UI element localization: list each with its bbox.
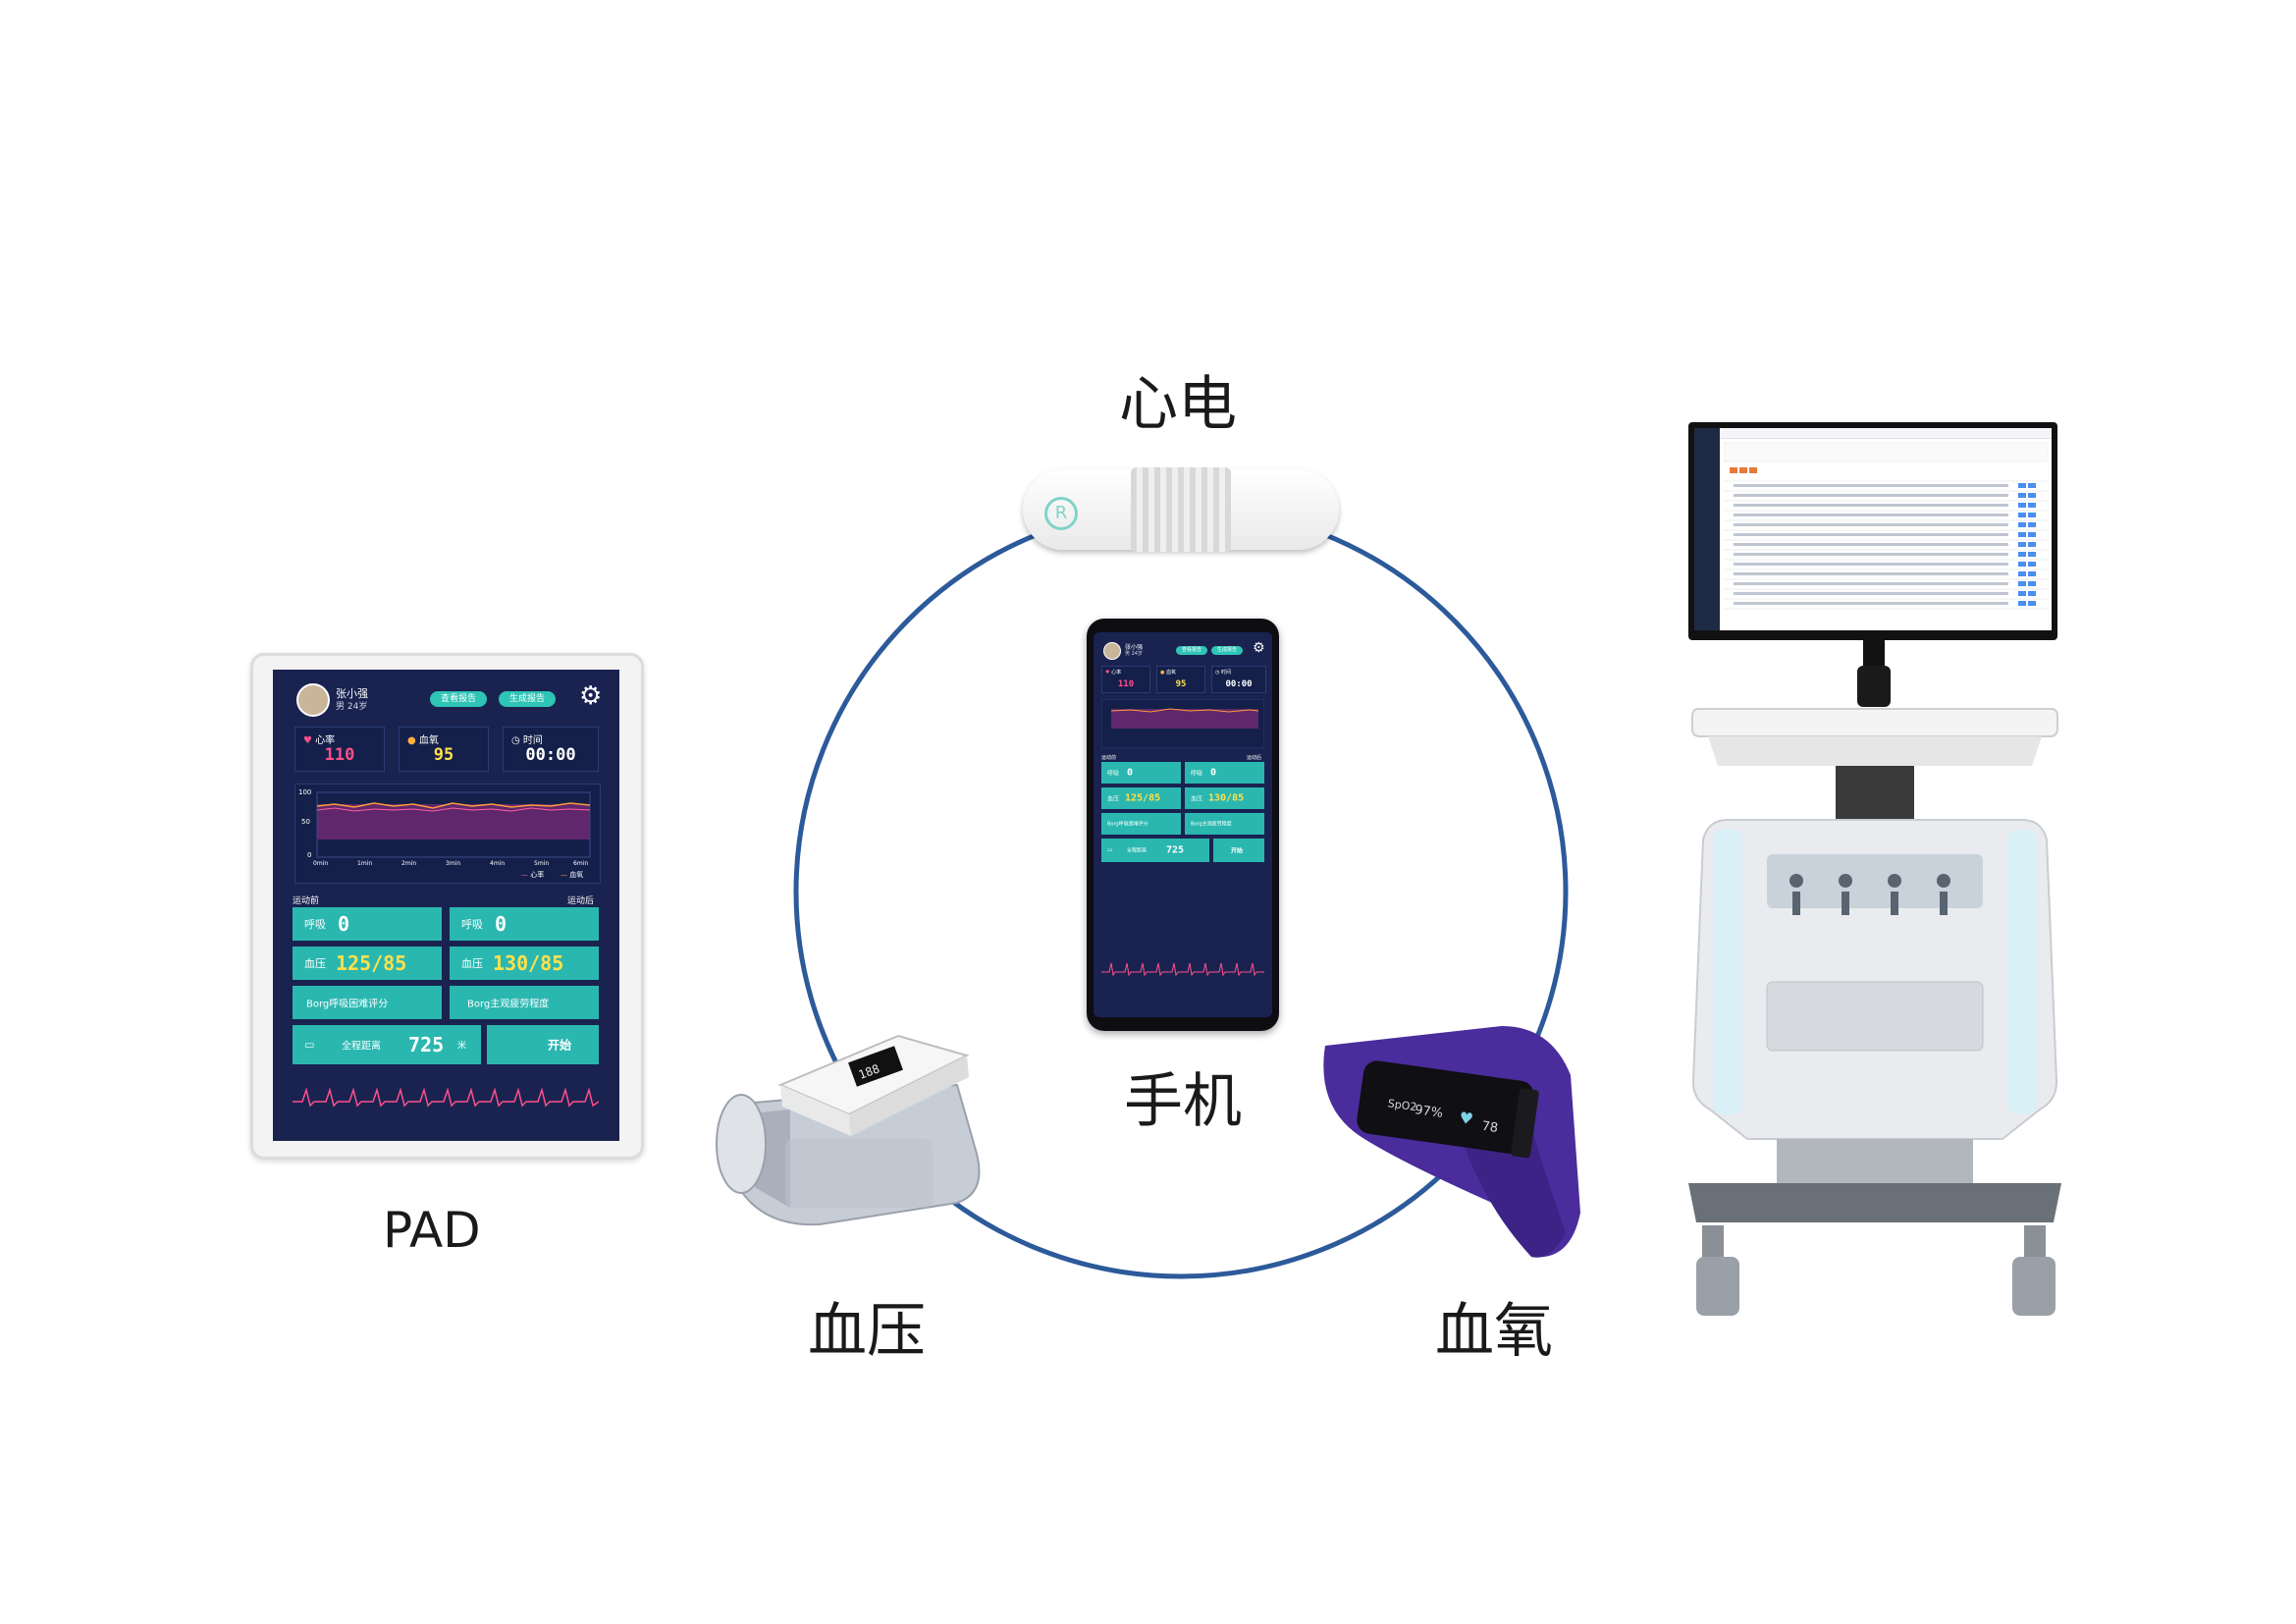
phone-device: 张小强 男 24岁 查看报告 生成报告 ⚙ ♥ 心率 110 ● 血氧 95 ◷…: [1087, 619, 1279, 1031]
pad-device: 张小强 男 24岁 查看报告 生成报告 ⚙ ♥ 心率 110 ● 血氧 95 ◷…: [250, 653, 644, 1160]
borg-fatigue-button[interactable]: Borg主观疲劳程度: [450, 986, 599, 1019]
phone-ecg-waveform: [1101, 962, 1264, 977]
pad-trend-chart: 100 50 0 0min 1min 2min 3min 4min 5min 6…: [294, 784, 601, 884]
pad-screen: 张小强 男 24岁 查看报告 生成报告 ⚙ ♥ 心率 110 ● 血氧 95 ◷…: [273, 670, 619, 1141]
chart-y-tick: 100: [298, 788, 312, 796]
heart-rate-value: 110: [324, 745, 355, 765]
heart-pulse-icon: ♥: [1458, 1109, 1474, 1129]
bp-post-field[interactable]: 血压 130/85: [450, 947, 599, 980]
spo2-value: 97%: [1414, 1103, 1444, 1121]
pad-user-info: 男 24岁: [336, 702, 368, 712]
phone-time-card: ◷ 时间 00:00: [1211, 666, 1266, 693]
ecg-label: 心电: [1119, 370, 1237, 439]
chart-y-tick: 50: [301, 818, 310, 826]
phone-breath-post[interactable]: 呼吸 0: [1185, 762, 1264, 784]
heart-icon: ♥: [1105, 670, 1112, 676]
workstation-monitor: [1688, 422, 2057, 640]
phone-pre-label: 运动前: [1101, 755, 1117, 761]
avatar: [1103, 642, 1121, 660]
phone-user-name: 张小强: [1125, 644, 1144, 651]
phone-breath-pre[interactable]: 呼吸 0: [1101, 762, 1181, 784]
workstation-cart: [1688, 638, 2061, 1316]
monitor-topbar: [1720, 428, 2052, 439]
bp-pre-field[interactable]: 血压 125/85: [293, 947, 442, 980]
ecg-patch-device: R: [1023, 467, 1339, 552]
phone-view-report-button[interactable]: 查看报告: [1176, 646, 1207, 655]
borg-breath-button[interactable]: Borg呼吸困难评分: [293, 986, 442, 1019]
chart-x-tick: 2min: [401, 860, 417, 867]
time-label: 时间: [522, 735, 543, 746]
distance-field: ▭ 全程距离 725 米: [293, 1025, 481, 1064]
time-value: 00:00: [525, 745, 576, 765]
avatar: [296, 683, 330, 717]
monitor-sidebar: [1694, 428, 1720, 630]
pad-user-name: 张小强: [336, 687, 368, 700]
clock-icon: ◷: [511, 735, 523, 746]
pre-exercise-label: 运动前: [293, 896, 320, 906]
pad-label: PAD: [383, 1202, 481, 1259]
oxygen-icon: ●: [1160, 670, 1166, 676]
monitor-table: [1724, 442, 2048, 610]
chart-x-tick: 5min: [534, 860, 550, 867]
phone-post-label: 运动后: [1247, 755, 1262, 761]
phone-user-info: 男 24岁: [1125, 651, 1143, 657]
oxygen-value: 95: [433, 745, 454, 765]
gear-icon[interactable]: ⚙: [1253, 640, 1265, 656]
oxygen-card: ● 血氧 95: [399, 727, 489, 772]
ruler-icon: ▭: [304, 1038, 315, 1052]
phone-time-value: 00:00: [1225, 679, 1253, 689]
oximeter-device: SpO2 97% ♥ 78: [1323, 1026, 1580, 1258]
chart-x-tick: 4min: [490, 860, 506, 867]
time-card: ◷ 时间 00:00: [503, 727, 599, 772]
phone-borg-fatigue[interactable]: Borg主观疲劳程度: [1185, 813, 1264, 835]
heart-rate-card: ♥ 心率 110: [294, 727, 385, 772]
start-button[interactable]: 开始: [487, 1025, 599, 1064]
chart-x-tick: 3min: [446, 860, 461, 867]
phone-generate-report-button[interactable]: 生成报告: [1211, 646, 1243, 655]
phone-distance-field: ▭ 全程距离 725: [1101, 839, 1209, 862]
oxygen-label: 血氧: [418, 735, 439, 746]
monitor-screen: [1694, 428, 2052, 630]
ruler-icon: ▭: [1107, 846, 1113, 854]
post-exercise-label: 运动后: [567, 896, 595, 906]
phone-oxygen-value: 95: [1175, 679, 1187, 689]
phone-start-button[interactable]: 开始: [1213, 839, 1264, 862]
legend-oxygen: — 血氧: [561, 871, 584, 879]
view-report-button[interactable]: 查看报告: [430, 691, 487, 707]
ecg-logo-icon: R: [1044, 497, 1078, 530]
chart-x-tick: 6min: [573, 860, 589, 867]
breath-pre-field[interactable]: 呼吸 0: [293, 907, 442, 941]
blood-pressure-cuff-device: 188: [716, 1034, 981, 1226]
heart-icon: ♥: [303, 735, 316, 746]
chart-x-tick: 0min: [313, 860, 329, 867]
phone-borg-breath[interactable]: Borg呼吸困难评分: [1101, 813, 1181, 835]
phone-bp-post[interactable]: 血压 130/85: [1185, 787, 1264, 809]
clock-icon: ◷: [1215, 670, 1221, 676]
phone-trend-chart: [1101, 699, 1264, 748]
phone-screen: 张小强 男 24岁 查看报告 生成报告 ⚙ ♥ 心率 110 ● 血氧 95 ◷…: [1094, 632, 1272, 1017]
pulse-value: 78: [1481, 1119, 1499, 1136]
gear-icon[interactable]: ⚙: [579, 681, 603, 711]
phone-oxygen-card: ● 血氧 95: [1156, 666, 1205, 693]
phone-heart-value: 110: [1117, 679, 1135, 689]
phone-heart-card: ♥ 心率 110: [1101, 666, 1150, 693]
chart-x-tick: 1min: [357, 860, 373, 867]
oxygen-icon: ●: [407, 735, 419, 746]
legend-heart: — 心率: [521, 871, 545, 879]
svg-text:188: 188: [857, 1061, 881, 1082]
pad-trend-chart-svg: [316, 791, 591, 858]
blood-oxygen-label: 血氧: [1435, 1297, 1553, 1366]
breath-post-field[interactable]: 呼吸 0: [450, 907, 599, 941]
ecg-patch-grip: [1131, 467, 1231, 552]
pad-ecg-waveform: [293, 1087, 599, 1108]
generate-report-button[interactable]: 生成报告: [499, 691, 556, 707]
spo2-label: SpO2: [1387, 1097, 1417, 1113]
phone-label: 手机: [1124, 1067, 1242, 1136]
blood-pressure-label: 血压: [808, 1297, 926, 1366]
chart-y-tick: 0: [307, 851, 312, 859]
heart-rate-label: 心率: [315, 735, 336, 746]
phone-bp-pre[interactable]: 血压 125/85: [1101, 787, 1181, 809]
